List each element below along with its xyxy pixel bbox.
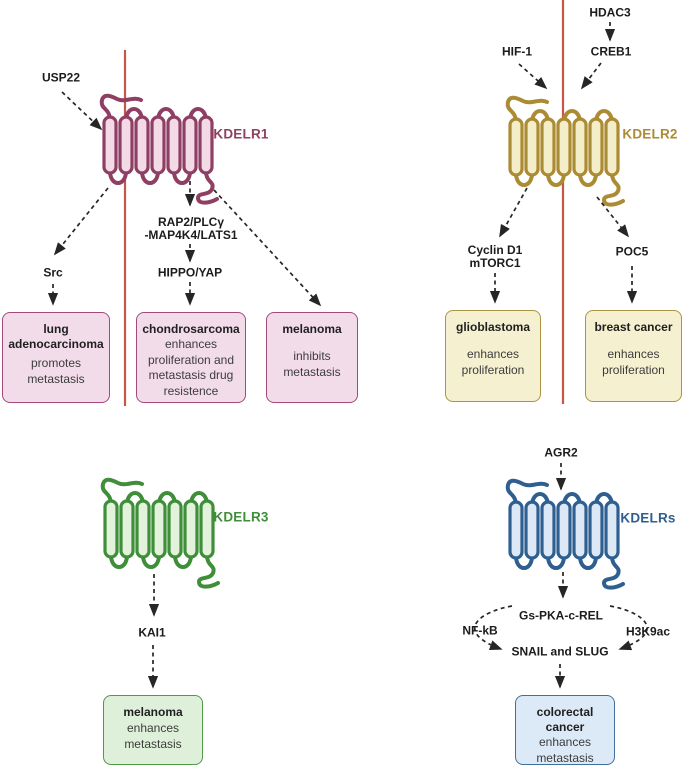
transmembrane-helix	[199, 499, 215, 559]
transmembrane-helix	[556, 500, 572, 560]
transmembrane-helix	[151, 499, 167, 559]
transmembrane-helix	[118, 115, 134, 175]
box-melanoma-kdelr3: melanoma enhances metastasis	[103, 695, 203, 765]
box-title: colorectal cancer	[536, 705, 594, 734]
box-body: enhances metastasis	[536, 735, 594, 765]
arrow-gspka-via-h3k9ac-to-snail	[609, 605, 648, 651]
box-title: breast cancer	[594, 320, 673, 334]
receptor-label-kdelrs: KDELRs	[620, 510, 676, 526]
arrow-kdelr2-to-poc5	[596, 196, 630, 238]
node-rap2-line2: -MAP4K4/LATS1	[144, 228, 238, 242]
box-title: melanoma	[123, 705, 183, 719]
transmembrane-helix	[198, 115, 214, 175]
node-hippo-yap: HIPPO/YAP	[157, 265, 223, 280]
transmembrane-helix	[103, 499, 119, 559]
arrow-gspka-via-nfkb-to-snail	[474, 605, 513, 651]
node-agr2: AGR2	[544, 445, 578, 460]
transmembrane-helix	[508, 117, 524, 177]
box-chondrosarcoma: chondrosarcoma enhances proliferation an…	[136, 312, 246, 403]
box-body: inhibits metastasis	[283, 348, 341, 379]
node-cyclin-mtorc1: Cyclin D1 mTORC1	[467, 242, 523, 270]
arrow-creb1-to-kdelr2	[580, 62, 602, 90]
node-cyclin-line2: mTORC1	[469, 256, 521, 270]
transmembrane-helix	[508, 500, 524, 560]
transmembrane-helix	[604, 117, 620, 177]
box-body: enhances proliferation and metastasis dr…	[147, 337, 235, 398]
receptor-loops	[100, 477, 220, 589]
box-title: chondrosarcoma	[142, 322, 240, 336]
node-rap2-line1: RAP2/PLCγ	[157, 214, 225, 229]
receptor-kdelrs	[505, 478, 625, 590]
transmembrane-helix	[588, 500, 604, 560]
node-h3k9ac: H3K9ac	[625, 624, 671, 639]
transmembrane-helix	[540, 500, 556, 560]
receptor-loops	[505, 95, 625, 207]
node-creb1: CREB1	[590, 44, 632, 59]
receptor-layer	[99, 93, 625, 590]
transmembrane-helix	[150, 115, 166, 175]
transmembrane-helix	[167, 499, 183, 559]
box-melanoma-kdelr1: melanoma inhibits metastasis	[266, 312, 358, 403]
node-usp22: USP22	[41, 70, 81, 85]
box-title: glioblastoma	[455, 320, 530, 334]
node-nf-kb: NF-kB	[462, 623, 498, 638]
node-gs-pka-c-rel: Gs-PKA-c-REL	[518, 608, 604, 623]
receptor-kdelr1	[99, 93, 219, 205]
box-title: melanoma	[282, 322, 342, 336]
transmembrane-helix	[524, 117, 540, 177]
node-hdac3: HDAC3	[589, 5, 631, 20]
node-snail-and-slug: SNAIL and SLUG	[511, 644, 609, 659]
receptor-kdelr3	[100, 477, 220, 589]
transmembrane-helix	[183, 499, 199, 559]
arrow-layer	[47, 22, 648, 689]
transmembrane-helix	[135, 499, 151, 559]
transmembrane-helix	[524, 500, 540, 560]
arrow-kdelr1-to-melanoma-box	[213, 189, 322, 307]
transmembrane-helix	[102, 115, 118, 175]
arrow-kdelr1-to-src	[53, 187, 109, 256]
transmembrane-helix	[540, 117, 556, 177]
box-body: enhances proliferation	[461, 347, 525, 377]
node-poc5: POC5	[615, 244, 649, 259]
transmembrane-helix	[572, 117, 588, 177]
receptor-kdelr2	[505, 95, 625, 207]
arrow-usp22-to-kdelr1	[61, 91, 103, 131]
arrow-kdelr2-to-cyclin	[499, 187, 528, 238]
receptor-loops	[505, 478, 625, 590]
node-hif1: HIF-1	[502, 44, 532, 59]
transmembrane-helix	[588, 117, 604, 177]
receptor-label-kdelr2: KDELR2	[622, 126, 678, 142]
receptor-loops	[99, 93, 219, 205]
transmembrane-helix	[572, 500, 588, 560]
box-title: lung adenocarcinoma	[8, 322, 104, 351]
box-breast-cancer: breast cancer enhances proliferation	[585, 310, 682, 402]
transmembrane-helix	[182, 115, 198, 175]
box-glioblastoma: glioblastoma enhances proliferation	[445, 310, 541, 402]
box-body: promotes metastasis	[27, 356, 85, 386]
box-body: enhances proliferation	[602, 347, 665, 377]
node-kai1: KAI1	[138, 625, 166, 640]
box-body: enhances metastasis	[124, 721, 182, 751]
node-cyclin-line1: Cyclin D1	[467, 242, 523, 257]
box-colorectal-cancer: colorectal cancer enhances metastasis	[515, 695, 615, 765]
node-src: Src	[43, 265, 63, 280]
receptor-label-kdelr3: KDELR3	[213, 509, 269, 525]
transmembrane-helix	[119, 499, 135, 559]
transmembrane-helix	[134, 115, 150, 175]
transmembrane-helix	[604, 500, 620, 560]
node-rap2-map4k4: RAP2/PLCγ -MAP4K4/LATS1	[144, 214, 238, 242]
transmembrane-helix	[166, 115, 182, 175]
arrow-hif1-to-kdelr2	[518, 63, 548, 90]
receptor-label-kdelr1: KDELR1	[213, 126, 269, 142]
box-lung-adenocarcinoma: lung adenocarcinoma promotes metastasis	[2, 312, 110, 403]
transmembrane-helix	[556, 117, 572, 177]
